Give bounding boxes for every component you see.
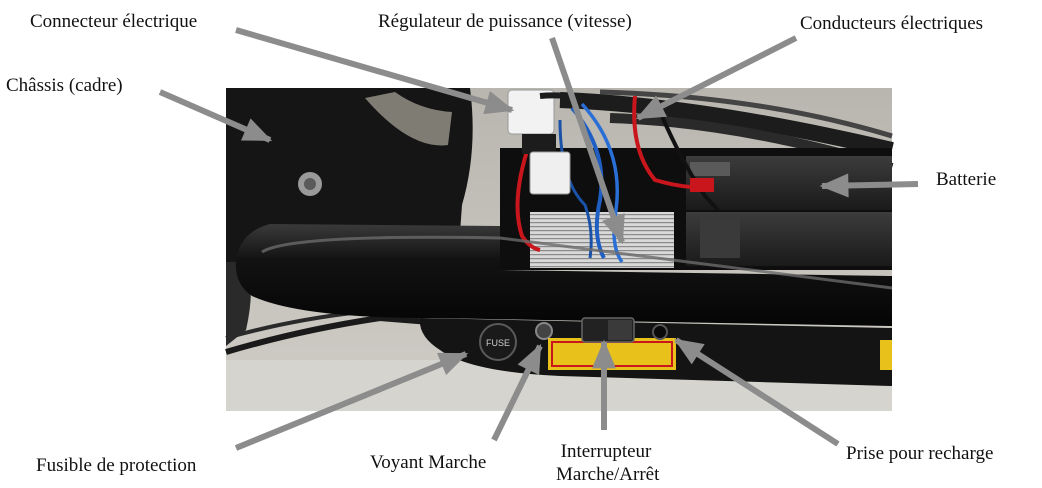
arrow-chassis (158, 89, 273, 143)
label-chassis: Châssis (cadre) (6, 75, 123, 96)
arrow-conductors (635, 35, 798, 121)
arrow-charge-port (673, 337, 840, 447)
power-led (535, 322, 553, 340)
label-fuse: Fusible de protection (36, 455, 197, 476)
arrow-connector (235, 27, 515, 115)
fuse-cap-text: FUSE (486, 338, 510, 348)
callout-arrows (158, 27, 919, 451)
label-battery: Batterie (936, 169, 997, 190)
label-conductors: Conducteurs électriques (800, 13, 984, 34)
label-switch: Interrupteur Marche/Arrêt (556, 440, 660, 486)
label-regulator: Régulateur de puissance (vitesse) (378, 11, 632, 32)
scooter-photo: FUSE (225, 88, 894, 411)
label-charge-port: Prise pour recharge (846, 443, 994, 464)
label-connector: Connecteur électrique (30, 11, 198, 32)
frame-tube (235, 224, 893, 326)
label-power-led: Voyant Marche (370, 452, 487, 473)
charge-port (652, 324, 668, 340)
fuse-holder: FUSE (479, 323, 517, 361)
arrow-fuse (234, 351, 469, 451)
arrow-power-led (491, 343, 543, 442)
power-regulator (530, 212, 674, 268)
arrow-battery (819, 173, 919, 198)
label-switch-line1: Interrupteur (560, 441, 652, 462)
label-switch-line2: Marche/Arrêt (556, 464, 660, 485)
arrow-regulator (549, 37, 625, 245)
